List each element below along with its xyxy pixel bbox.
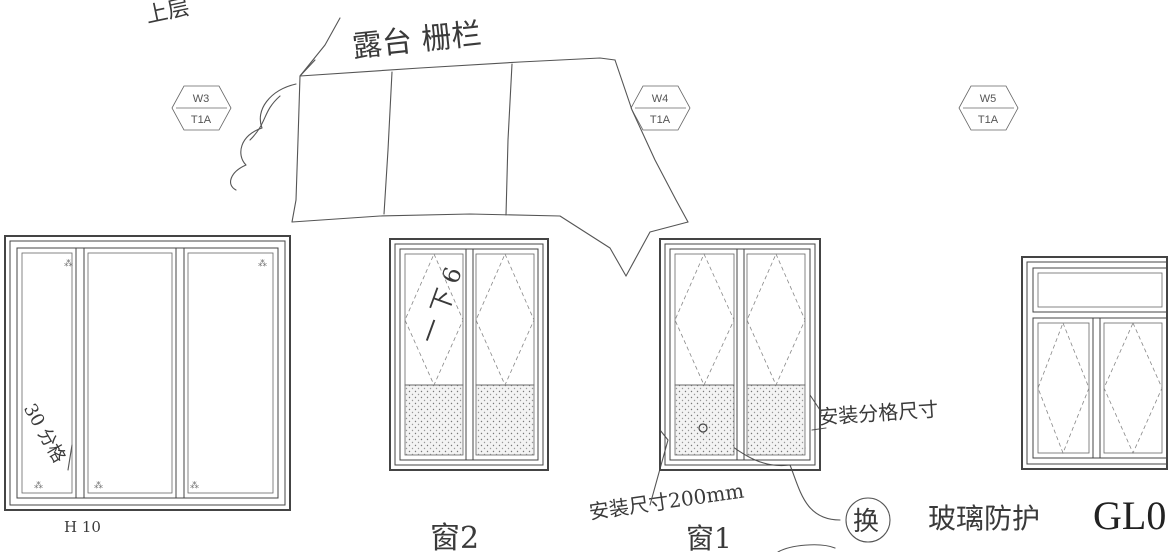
- door-w3-elevation: ⁂ ⁂ ⁂ ⁂ ⁂: [4, 235, 291, 511]
- note-door-left-bottom: H 10: [64, 518, 101, 536]
- tag-w3: W3 T1A: [171, 85, 232, 131]
- replace-circle: [845, 497, 891, 543]
- note-replace: 换: [853, 507, 879, 537]
- note-bottom: 安装尺寸200mm: [588, 479, 746, 524]
- window-1-elevation: [659, 238, 821, 471]
- hinge-mark: ⁂: [190, 480, 199, 490]
- note-right-of-window1: 安装分格尺寸: [818, 397, 939, 429]
- tag-w3-code: W3: [193, 93, 210, 105]
- tag-w5-code: W5: [980, 93, 997, 105]
- hinge-mark: ⁂: [34, 480, 43, 490]
- tag-w3-type: T1A: [191, 114, 212, 126]
- note-door-left: 30 分格: [19, 400, 70, 466]
- window-w5-elevation: [1021, 256, 1168, 470]
- tag-w4-code: W4: [652, 93, 669, 105]
- tag-w4: W4 T1A: [630, 85, 691, 131]
- tag-w5: W5 T1A: [958, 85, 1019, 131]
- drawing-code: GL0: [1093, 493, 1167, 538]
- note-window2-glass: 一 下 6: [415, 263, 468, 346]
- hinge-mark: ⁂: [94, 480, 103, 490]
- balcony-railing-sketch: [230, 17, 689, 277]
- label-window-1: 窗1: [686, 522, 732, 552]
- note-replace-detail: 玻璃防护: [928, 502, 1040, 535]
- note-balcony: 露台 栅栏: [351, 17, 483, 65]
- hinge-mark: ⁂: [258, 258, 267, 268]
- window-2-elevation: [389, 238, 549, 471]
- tag-w4-type: T1A: [650, 114, 671, 126]
- hinge-mark: ⁂: [64, 258, 73, 268]
- note-top-left: 上层: [144, 0, 192, 29]
- tag-w5-type: T1A: [978, 114, 999, 126]
- label-window-2: 窗2: [430, 521, 479, 552]
